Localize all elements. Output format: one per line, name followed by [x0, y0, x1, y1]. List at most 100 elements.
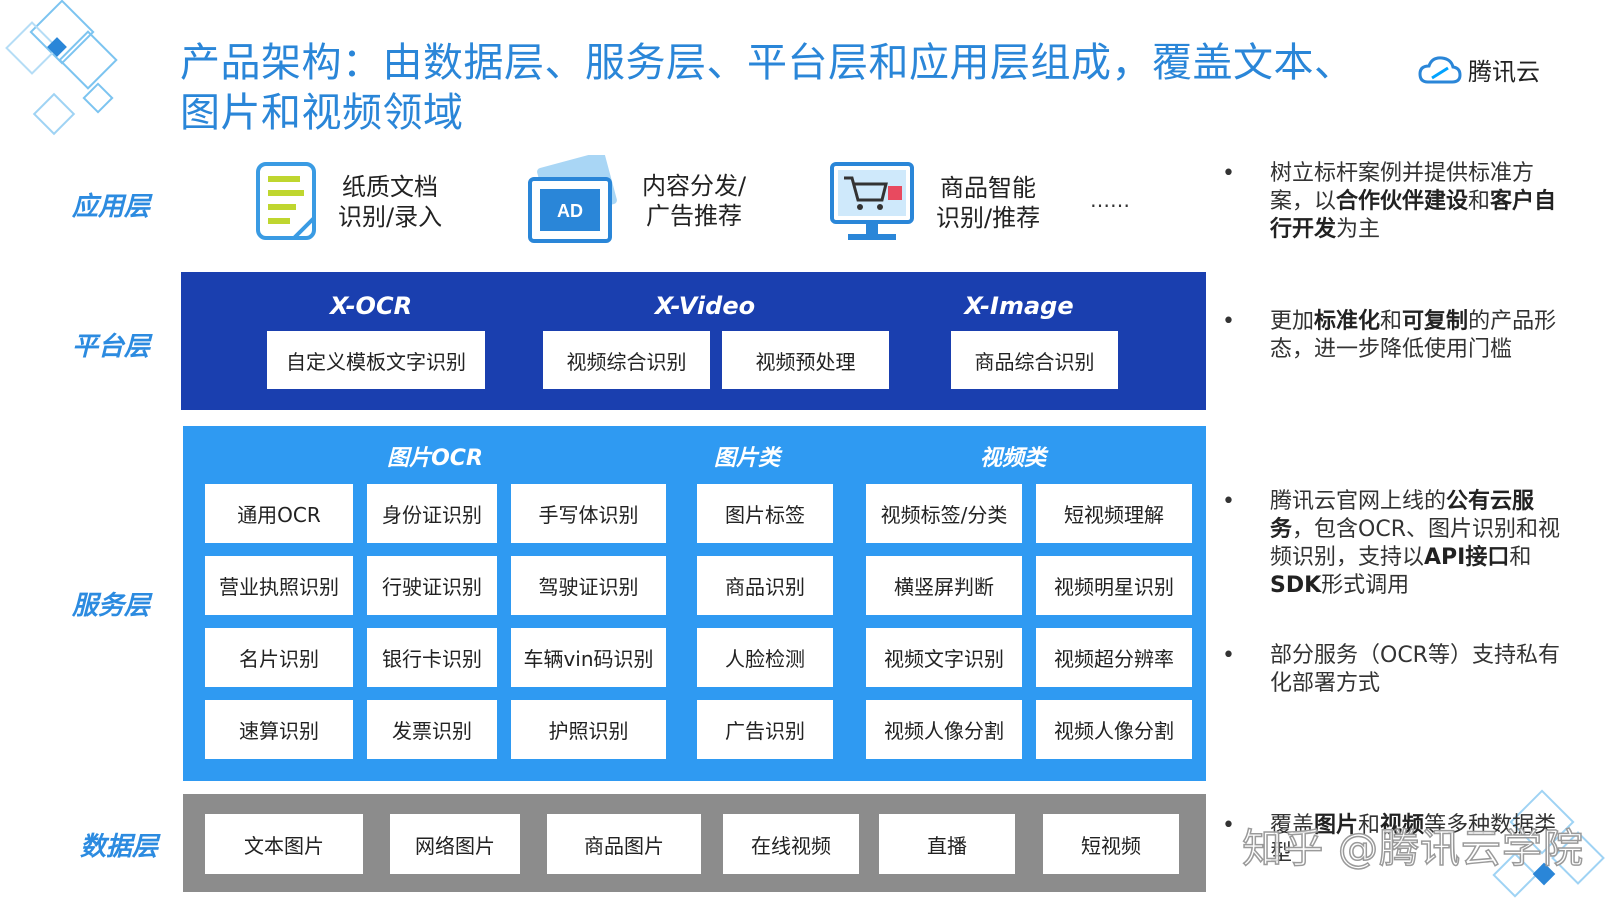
bullet-mark: •: [1222, 813, 1235, 838]
service-item: 营业执照识别: [205, 556, 353, 615]
bullet-emphasis: API接口: [1424, 545, 1510, 570]
service-item: 人脸检测: [697, 628, 833, 687]
app-item-label-2: 广告推荐: [646, 202, 743, 230]
bullet-segment: 更加: [1270, 309, 1315, 334]
service-header-ocr: 图片OCR: [387, 446, 483, 471]
bullet-emphasis: SDK: [1270, 573, 1322, 598]
bullet-segment: 腾讯云官网上线的: [1270, 489, 1447, 514]
logo-text: 腾讯云: [1468, 58, 1540, 86]
decorative-diamonds-bottom: [1492, 789, 1605, 898]
service-item: 横竖屏判断: [866, 556, 1022, 615]
tencent-cloud-logo: 腾讯云: [1418, 52, 1540, 87]
bullet-emphasis: 图片: [1314, 813, 1359, 838]
service-item: 速算识别: [205, 700, 353, 759]
service-item: 驾驶证识别: [511, 556, 666, 615]
data-item: 直播: [879, 814, 1015, 874]
ad-icon: AD: [528, 155, 617, 243]
service-header-video: 视频类: [979, 446, 1046, 471]
watermark: 知乎 @腾讯云学院: [1242, 825, 1584, 873]
bullet-mark: •: [1222, 309, 1235, 334]
bullet-segment: 和: [1468, 189, 1491, 214]
bullet-note: • 覆盖图片和视频等多种数据类型: [1222, 812, 1562, 872]
bullet-text: 覆盖图片和视频等多种数据类型: [1270, 812, 1575, 868]
app-item-label-2: 识别/录入: [338, 203, 443, 231]
decorative-diamonds: [5, 0, 118, 136]
bullet-segment: 为主: [1336, 217, 1381, 242]
app-more-ellipsis: ……: [1090, 188, 1130, 212]
bullet-segment: 部分服务（OCR等）支持私有化部署方式: [1270, 643, 1560, 696]
service-item: 商品识别: [697, 556, 833, 615]
service-item: 名片识别: [205, 628, 353, 687]
service-item: 短视频理解: [1036, 484, 1192, 543]
svg-text:AD: AD: [557, 201, 583, 221]
page-title: 产品架构：由数据层、服务层、平台层和应用层组成，覆盖文本、图片和视频领域: [180, 40, 1355, 136]
service-layer-panel: 图片OCR 图片类 视频类 通用OCR 身份证识别 手写体识别 营业执照识别 行…: [183, 426, 1206, 781]
bullet-text: 腾讯云官网上线的公有云服务，包含OCR、图片识别和视频识别，支持以API接口和 S…: [1270, 488, 1575, 600]
bullet-emphasis: 可复制: [1402, 309, 1469, 334]
app-item-document: 纸质文档 识别/录入: [252, 160, 442, 244]
bullet-emphasis: 标准化: [1314, 309, 1381, 334]
service-item: 身份证识别: [367, 484, 497, 543]
app-item-ad: AD 内容分发/ 广告推荐: [520, 155, 746, 247]
service-item: 通用OCR: [205, 484, 353, 543]
bullet-emphasis: 公有云服务: [1270, 489, 1535, 542]
bullet-segment: 和: [1358, 813, 1381, 838]
bullet-segment: 的产品形态，进一步降低使用门槛: [1270, 309, 1557, 362]
service-item: 发票识别: [367, 700, 497, 759]
data-item: 在线视频: [723, 814, 859, 874]
data-item: 文本图片: [205, 814, 363, 874]
service-item: 视频人像分割: [866, 700, 1022, 759]
bullet-emphasis: 视频: [1380, 813, 1425, 838]
platform-group-ximage: X-Image: [964, 292, 1074, 320]
platform-group-xocr: X-OCR: [329, 292, 413, 320]
service-header-image: 图片类: [713, 446, 780, 471]
service-item: 视频明星识别: [1036, 556, 1192, 615]
bullet-note: • 腾讯云官网上线的公有云服务，包含OCR、图片识别和视频识别，支持以API接口…: [1222, 488, 1562, 608]
platform-layer-panel: X-OCR X-Video X-Image 自定义模板文字识别 视频综合识别 视…: [181, 272, 1206, 410]
data-layer-panel: 文本图片 网络图片 商品图片 在线视频 直播 短视频: [183, 794, 1206, 892]
bullet-segment: 形式调用: [1321, 573, 1410, 598]
document-icon: [256, 162, 316, 240]
layer-label-platform: 平台层: [72, 332, 151, 362]
service-item: 视频超分辨率: [1036, 628, 1192, 687]
bullet-mark: •: [1222, 643, 1235, 668]
service-item: 视频文字识别: [866, 628, 1022, 687]
service-item: 视频标签/分类: [866, 484, 1022, 543]
layer-label-service: 服务层: [72, 591, 151, 621]
service-item: 车辆vin码识别: [511, 628, 666, 687]
bullet-segment: 覆盖: [1270, 813, 1315, 838]
app-item-label-1: 纸质文档: [342, 173, 439, 201]
bullet-emphasis: 合作伙伴建设: [1336, 189, 1469, 214]
platform-group-xvideo: X-Video: [654, 292, 756, 320]
service-item: 手写体识别: [511, 484, 666, 543]
service-item: 图片标签: [697, 484, 833, 543]
data-item: 网络图片: [390, 814, 520, 874]
app-item-label-1: 商品智能: [940, 174, 1037, 202]
bullet-segment: ，包含OCR、图片识别和视频识别，支持以: [1270, 517, 1560, 570]
bullet-text: 部分服务（OCR等）支持私有化部署方式: [1270, 642, 1575, 698]
shopping-cart-icon: [830, 162, 914, 240]
platform-item: 视频预处理: [722, 331, 889, 389]
layer-label-app: 应用层: [72, 192, 151, 222]
app-item-label-2: 识别/推荐: [936, 204, 1041, 232]
service-item: 广告识别: [697, 700, 833, 759]
bullet-mark: •: [1222, 161, 1235, 186]
platform-item: 视频综合识别: [543, 331, 710, 389]
layer-label-data: 数据层: [80, 832, 159, 862]
bullet-note: • 树立标杆案例并提供标准方案，以合作伙伴建设和客户自行开发为主: [1222, 160, 1562, 250]
service-item: 银行卡识别: [367, 628, 497, 687]
cloud-icon: [1418, 55, 1462, 83]
bullet-emphasis: 客户自行开发: [1270, 189, 1557, 242]
app-item-commerce: 商品智能 识别/推荐: [830, 162, 1040, 244]
app-item-label-1: 内容分发/: [642, 172, 747, 200]
bullet-segment: 树立标杆案例并提供标准方案，以: [1270, 161, 1535, 214]
bullet-text: 树立标杆案例并提供标准方案，以合作伙伴建设和客户自行开发为主: [1270, 160, 1575, 244]
data-item: 商品图片: [547, 814, 701, 874]
bullet-text: 更加标准化和可复制的产品形态，进一步降低使用门槛: [1270, 308, 1575, 364]
bullet-segment: 和: [1509, 545, 1532, 570]
bullet-note: • 部分服务（OCR等）支持私有化部署方式: [1222, 642, 1562, 702]
service-item: 视频人像分割: [1036, 700, 1192, 759]
bullet-note: • 更加标准化和可复制的产品形态，进一步降低使用门槛: [1222, 308, 1562, 368]
bullet-mark: •: [1222, 489, 1235, 514]
platform-item: 商品综合识别: [951, 331, 1118, 389]
